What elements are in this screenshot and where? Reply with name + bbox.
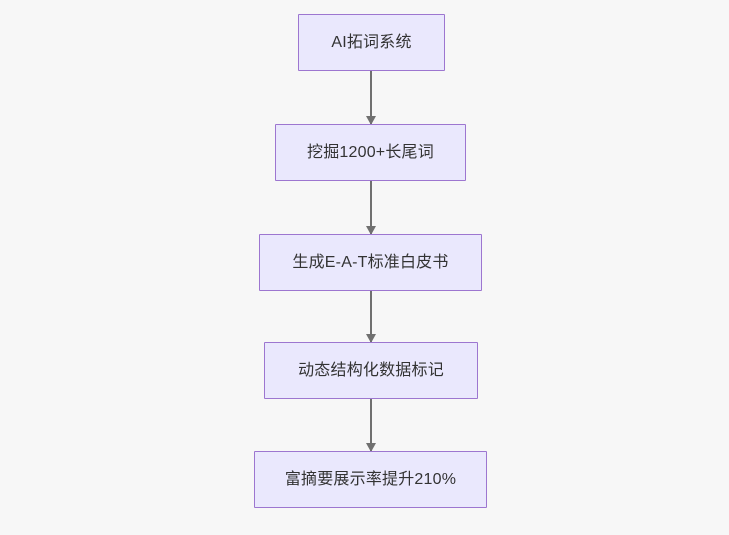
arrow-down-icon (370, 291, 372, 342)
flow-node-label: 动态结构化数据标记 (298, 361, 444, 379)
flow-node-mine-longtail-keywords[interactable]: 挖掘1200+长尾词 (275, 124, 466, 181)
arrow-down-icon (370, 181, 372, 234)
flow-node-rich-snippet-impression-lift[interactable]: 富摘要展示率提升210% (254, 451, 487, 508)
arrow-down-icon (370, 71, 372, 124)
flow-node-ai-keyword-system[interactable]: AI拓词系统 (298, 14, 445, 71)
flow-node-label: 富摘要展示率提升210% (284, 470, 457, 488)
arrow-down-icon (370, 399, 372, 451)
flow-node-dynamic-structured-data-markup[interactable]: 动态结构化数据标记 (264, 342, 478, 399)
flow-node-label: 挖掘1200+长尾词 (307, 143, 434, 161)
flow-node-generate-eat-whitepaper[interactable]: 生成E-A-T标准白皮书 (259, 234, 482, 291)
flow-node-label: 生成E-A-T标准白皮书 (292, 253, 449, 271)
flow-node-label: AI拓词系统 (331, 33, 412, 51)
